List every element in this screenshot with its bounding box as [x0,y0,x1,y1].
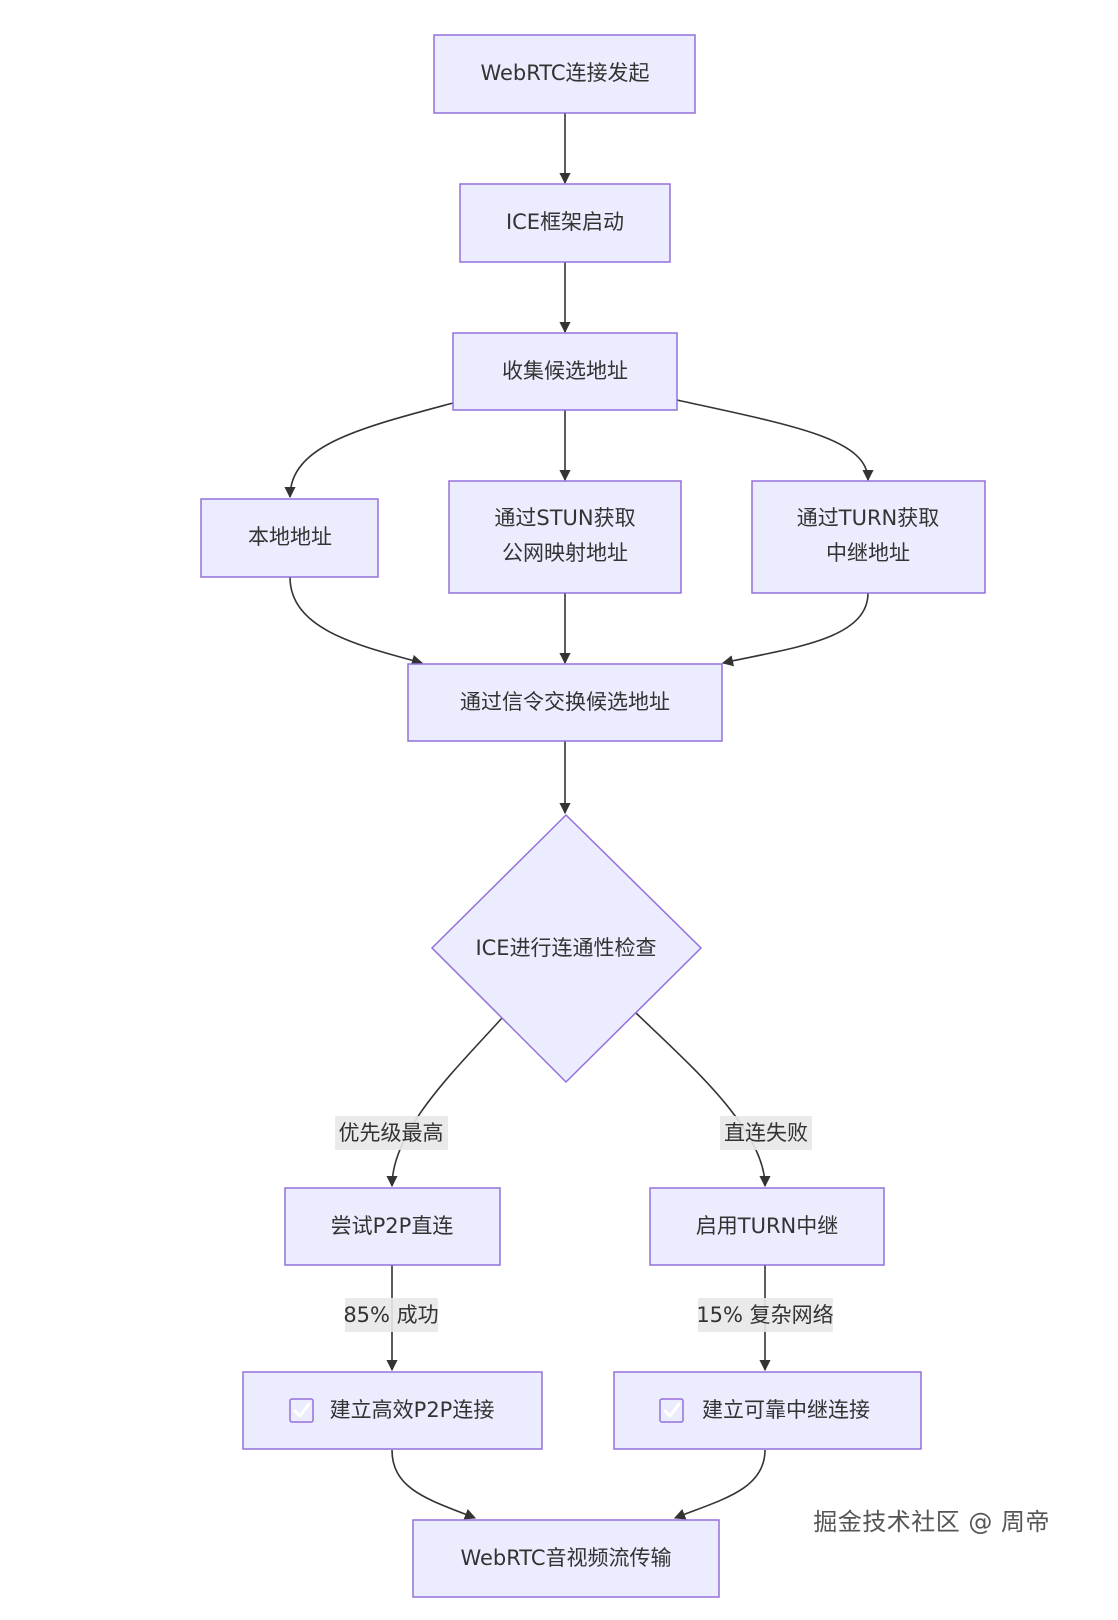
edge-check-to-p2p [386,1017,503,1188]
edge-gather-to-turn [676,399,874,482]
edge-label-p2p-success-text: 85% 成功 [343,1303,438,1327]
node-ice-start: ICE框架启动 [459,183,671,263]
watermark: 掘金技术社区 @ 周帝 [813,1508,1050,1536]
node-signal: 通过信令交换候选地址 [407,663,723,742]
node-stun-text-line1: 通过STUN获取 [494,506,635,530]
edge-local-to-signal [289,576,424,666]
edge-label-direct-fail: 直连失败 [720,1116,812,1150]
node-media-text: WebRTC音视频流传输 [460,1546,671,1570]
node-check: ICE进行连通性检查 [430,813,703,1084]
node-media: WebRTC音视频流传输 [412,1519,720,1598]
node-local-text: 本地地址 [248,525,332,549]
edge-label-priority: 优先级最高 [335,1116,448,1150]
node-start: WebRTC连接发起 [433,34,696,114]
node-start-text: WebRTC连接发起 [480,61,649,85]
node-stun: 通过STUN获取 公网映射地址 [448,480,682,594]
node-turn-text-line2: 中继地址 [826,541,910,565]
edge-p2pok-to-media [391,1449,477,1520]
node-turn: 通过TURN获取 中继地址 [751,480,986,594]
edge-label-priority-text: 优先级最高 [339,1121,444,1145]
edge-labels: 优先级最高 直连失败 85% 成功 15% 复杂网络 [335,1116,834,1332]
edge-turn-to-signal [721,592,869,667]
node-gather-text: 收集候选地址 [502,359,628,383]
node-local: 本地地址 [200,498,379,578]
check-mark-icon [659,1398,684,1423]
edge-relayok-to-media [673,1449,766,1520]
edge-check-to-turn [635,1012,771,1188]
node-signal-text: 通过信令交换候选地址 [460,690,670,714]
node-stun-text-line2: 公网映射地址 [502,541,628,565]
node-check-text: ICE进行连通性检查 [475,936,656,960]
node-gather: 收集候选地址 [452,332,678,411]
node-p2p-ok: 建立高效P2P连接 [242,1371,543,1450]
node-p2p-try: 尝试P2P直连 [284,1187,501,1266]
edge-label-p2p-success: 85% 成功 [343,1298,439,1332]
node-relay-ok-text: 建立可靠中继连接 [702,1398,870,1422]
node-ice-start-text: ICE框架启动 [506,210,624,234]
check-mark-icon [289,1398,314,1423]
node-p2p-try-text: 尝试P2P直连 [331,1214,454,1238]
edge-label-direct-fail-text: 直连失败 [724,1121,808,1145]
edge-label-complex-net-text: 15% 复杂网络 [696,1303,833,1327]
node-p2p-ok-text: 建立高效P2P连接 [330,1398,495,1422]
edge-gather-to-local [284,402,454,499]
node-turn-text-line1: 通过TURN获取 [797,506,940,530]
node-turn-use: 启用TURN中继 [649,1187,885,1266]
edge-label-complex-net: 15% 复杂网络 [696,1298,834,1332]
node-turn-use-text: 启用TURN中继 [696,1214,839,1238]
node-relay-ok: 建立可靠中继连接 [613,1371,922,1450]
